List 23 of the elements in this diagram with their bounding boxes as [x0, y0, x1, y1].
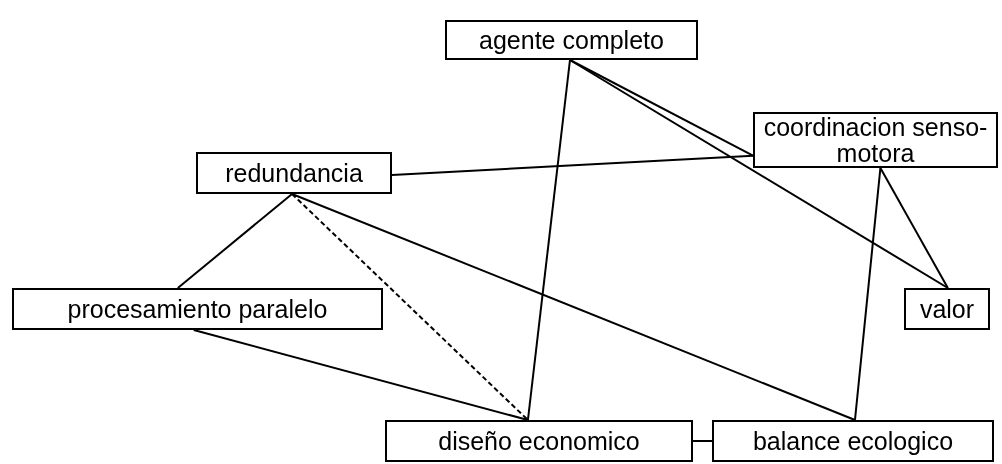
- concept-box: [385, 420, 693, 462]
- connector-line: [192, 329, 529, 421]
- concept-label: valor: [919, 296, 975, 322]
- connector-line: [526, 59, 571, 421]
- connector-line: [176, 193, 294, 289]
- concept-label: balance ecologico: [752, 428, 954, 454]
- connector-line: [853, 167, 882, 421]
- concept-box: [196, 152, 392, 194]
- concept-box: [12, 288, 383, 330]
- concept-label: agente completo: [479, 27, 664, 53]
- concept-label: diseño economico: [438, 428, 640, 454]
- connector-line: [879, 167, 949, 289]
- connector-line: [291, 193, 856, 421]
- concept-label: procesamiento paralelo: [67, 296, 328, 322]
- connector-line: [391, 154, 754, 177]
- concept-box: [445, 20, 698, 60]
- concept-box: [904, 288, 990, 330]
- concept-label: redundancia: [225, 160, 363, 186]
- connector-line: [569, 59, 949, 289]
- concept-label: coordinacion senso-motora: [762, 114, 989, 166]
- concept-box: [712, 420, 994, 462]
- dashed-line: [291, 193, 529, 421]
- connector-line: [692, 440, 713, 442]
